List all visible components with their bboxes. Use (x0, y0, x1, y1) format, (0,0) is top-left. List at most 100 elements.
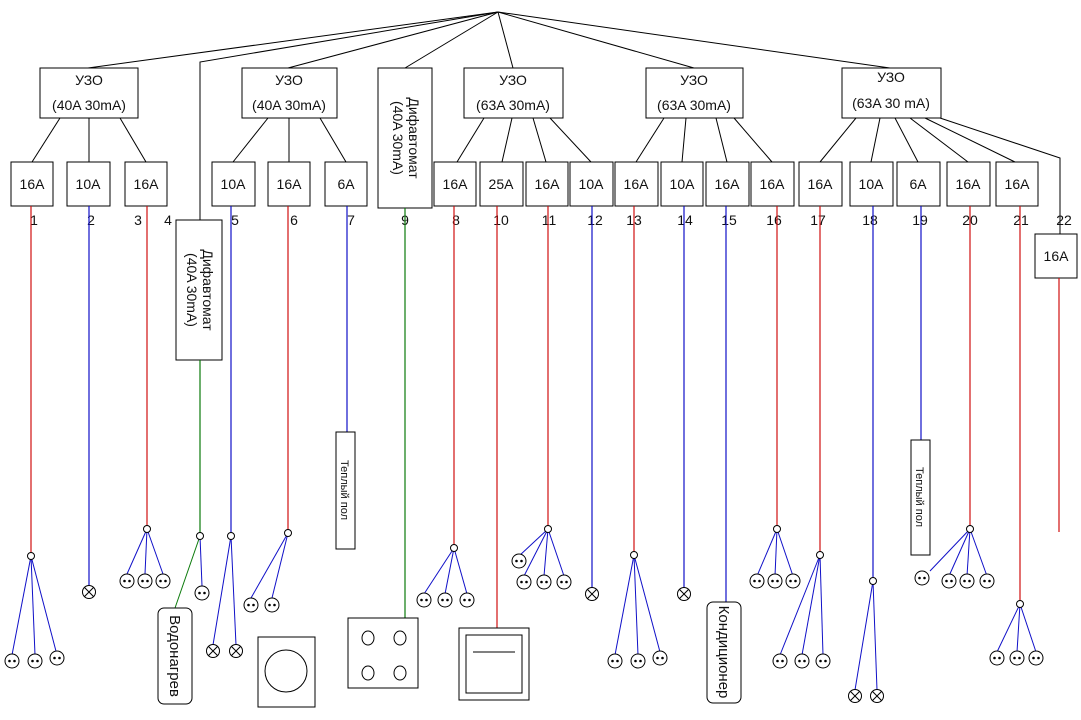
wire-segment (532, 117, 547, 163)
junction-node (630, 551, 638, 559)
circuit-number-2: 2 (87, 212, 95, 228)
rcbo-main-name: Дифавтомат (406, 97, 422, 179)
wire-segment (174, 535, 201, 609)
wire-segment (801, 554, 821, 656)
wire-segment (319, 117, 347, 163)
junction-node (227, 532, 235, 540)
wire-segment (939, 117, 1061, 234)
breaker-box-13 (614, 161, 659, 207)
stove-burner-2 (393, 630, 407, 646)
rcd-box-4 (645, 67, 744, 119)
breaker-box-21 (995, 161, 1039, 207)
circuit-number-15: 15 (721, 212, 737, 228)
wire-segment (1019, 603, 1037, 653)
wire-segment (287, 11, 499, 69)
wire-segment (497, 11, 695, 69)
wire-segment (894, 117, 919, 163)
rcd-2-rating: (40A 30mA) (252, 97, 326, 113)
breaker-19-rating: 6A (909, 176, 927, 192)
socket-icon (264, 597, 280, 613)
wire-segment (87, 11, 499, 69)
circuit-number-6: 6 (290, 212, 298, 228)
water-heater-label: Водонагрев (166, 615, 183, 697)
socket-icon (416, 592, 432, 608)
rcd-2-name: УЗО (275, 72, 303, 88)
wire-segment (948, 528, 971, 577)
circuit-number-8: 8 (452, 212, 460, 228)
socket-icon (516, 574, 532, 590)
junction-node (816, 551, 824, 559)
rcd-box-3 (463, 67, 564, 119)
circuit-number-17: 17 (810, 212, 826, 228)
wire-segment (966, 528, 971, 577)
socket-icon (119, 573, 135, 589)
lamp-icon (585, 587, 599, 601)
air-conditioner-label: Кондиционер (715, 606, 732, 699)
wire-segment (756, 528, 778, 577)
junction-node (143, 525, 151, 533)
wire-segment (126, 528, 148, 575)
wire-segment (146, 528, 164, 575)
socket-icon (989, 650, 1005, 666)
socket-icon (1009, 650, 1025, 666)
lamp-icon (229, 644, 243, 658)
breaker-box-17 (798, 161, 843, 207)
breaker-box-6 (267, 161, 311, 207)
wire-segment (404, 11, 499, 69)
breaker-box-22 (1034, 233, 1078, 279)
socket-icon (959, 573, 975, 589)
rcd-1-name: УЗО (75, 72, 103, 88)
socket-icon (630, 653, 646, 669)
wire-segment (909, 117, 969, 163)
socket-icon (556, 574, 572, 590)
wire-segment (497, 11, 891, 69)
rcd-4-rating: (63A 30mA) (657, 97, 731, 113)
socket-icon (772, 653, 788, 669)
wire-segment (523, 528, 549, 577)
junction-node (966, 525, 974, 533)
socket-icon (1028, 650, 1044, 666)
wire-segment (614, 554, 635, 656)
breaker-6-rating: 16A (277, 176, 303, 192)
circuit-number-12: 12 (587, 212, 603, 228)
wire-segment (929, 528, 971, 572)
wire-segment (199, 535, 203, 587)
wire-segment (779, 554, 821, 656)
socket-icon (459, 592, 475, 608)
breaker-box-16 (750, 161, 795, 207)
junction-node (544, 525, 552, 533)
wire-segment (11, 555, 32, 656)
wire-segment (497, 11, 514, 69)
wire-segment (872, 580, 878, 691)
wire-segment (518, 528, 549, 557)
breaker-11-rating: 16A (535, 176, 561, 192)
branch-lines-blue (11, 528, 1037, 691)
breaker-box-7 (324, 161, 368, 207)
wire-segment (543, 528, 549, 577)
wire-segment (635, 117, 665, 163)
wire-segment (774, 528, 778, 577)
appliance-6-circle (264, 649, 308, 693)
socket-icon (536, 574, 552, 590)
socket-icon (243, 597, 259, 613)
lamp-icon (677, 587, 691, 601)
junction-nodes (27, 525, 1024, 608)
socket-icon (815, 653, 831, 669)
feed-lines (87, 11, 891, 220)
wire-segment (423, 547, 455, 595)
socket-icon (767, 573, 783, 589)
breaker-3-rating: 16A (134, 176, 160, 192)
lamp-icon (848, 689, 862, 703)
wire-segment (144, 528, 148, 575)
wire-segment (501, 117, 513, 163)
circuit-number-14: 14 (677, 212, 693, 228)
rcbo-water-name: Дифавтомат (200, 249, 216, 331)
socket-icon (49, 650, 65, 666)
air-conditioner-box (706, 601, 742, 704)
wire-segment (633, 554, 639, 656)
circuit-number-7: 7 (347, 212, 355, 228)
rcd-3-name: УЗО (499, 72, 527, 88)
stove-burner-3 (361, 665, 375, 681)
wire-segment (633, 554, 661, 653)
